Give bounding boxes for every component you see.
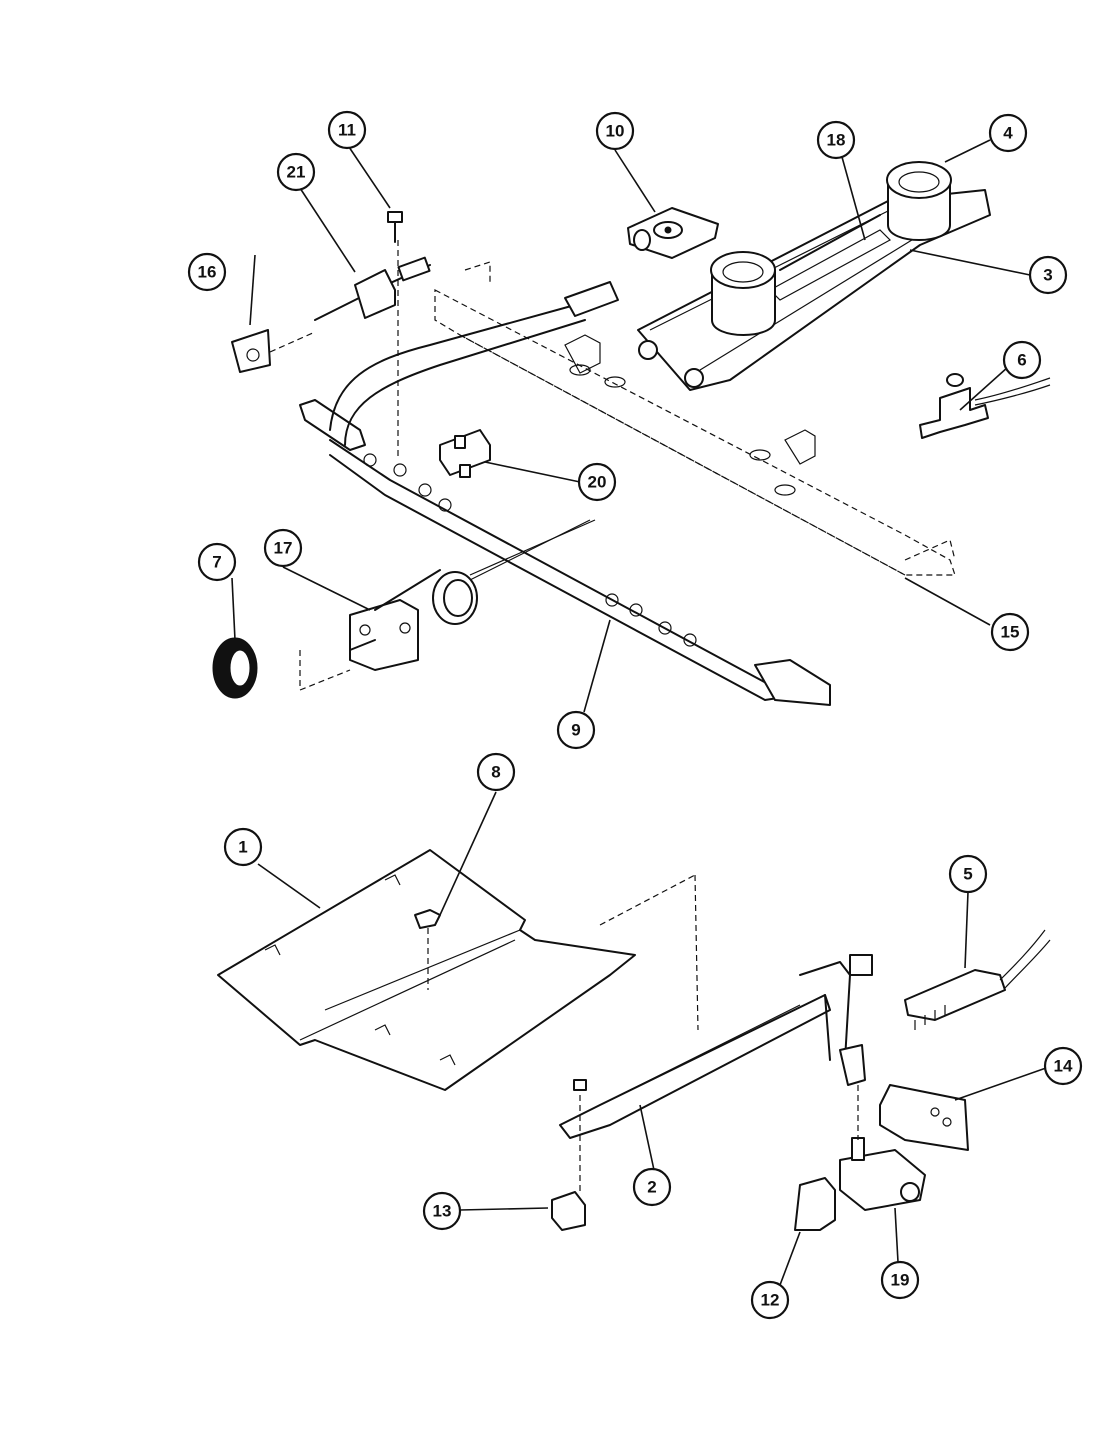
part-4-burner-heads [638, 161, 952, 388]
callout-1: 1 [223, 827, 263, 867]
callout-label: 11 [338, 121, 356, 140]
callout-4: 4 [988, 113, 1028, 153]
callout-label: 6 [1017, 351, 1026, 370]
callout-label: 18 [827, 131, 846, 150]
part-16-bracket [231, 329, 316, 373]
callout-9: 9 [556, 710, 596, 750]
callout-label: 21 [287, 163, 306, 182]
callout-label: 5 [963, 865, 972, 884]
callout-14: 14 [1043, 1046, 1083, 1086]
part-2-burner-tube [559, 954, 873, 1139]
callout-18: 18 [816, 120, 856, 160]
callout-label: 3 [1043, 266, 1052, 285]
callout-label: 7 [212, 553, 221, 572]
callout-15: 15 [990, 612, 1030, 652]
callout-label: 20 [588, 473, 607, 492]
callout-label: 9 [571, 721, 580, 740]
callout-20: 20 [577, 462, 617, 502]
part-20-valve [439, 429, 491, 478]
callout-10: 10 [595, 111, 635, 151]
callout-6: 6 [1002, 340, 1042, 380]
part-12-bracket [794, 1177, 836, 1231]
callout-17: 17 [263, 528, 303, 568]
callout-label: 16 [198, 263, 217, 282]
callout-7: 7 [197, 542, 237, 582]
callout-label: 4 [1003, 124, 1013, 143]
leader-lines [231, 139, 1047, 1286]
part-10-fitting [627, 207, 719, 259]
callout-13: 13 [422, 1191, 462, 1231]
callout-5: 5 [948, 854, 988, 894]
callout-label: 8 [491, 763, 500, 782]
callout-16: 16 [187, 252, 227, 292]
part-6-igniter-bracket [919, 373, 1051, 439]
part-7-knob [212, 637, 351, 699]
callout-12: 12 [750, 1280, 790, 1320]
callout-label: 19 [891, 1271, 910, 1290]
callout-label: 1 [238, 838, 247, 857]
callout-label: 14 [1054, 1057, 1073, 1076]
part-18-rod [779, 214, 881, 271]
part-15-burner-bracket [434, 261, 956, 576]
callout-2: 2 [632, 1167, 672, 1207]
callout-label: 2 [647, 1178, 656, 1197]
part-21-valve [314, 240, 431, 460]
part-9-manifold [299, 281, 831, 706]
part-1-baffle [217, 849, 699, 1091]
part-5-igniter [904, 929, 1051, 1030]
callout-19: 19 [880, 1260, 920, 1300]
callout-label: 15 [1001, 623, 1020, 642]
part-13-clip [551, 1079, 587, 1231]
callout-8: 8 [476, 752, 516, 792]
callout-label: 10 [606, 122, 625, 141]
callout-label: 17 [274, 539, 293, 558]
part-17-thermostat [349, 519, 591, 671]
callout-11: 11 [327, 110, 367, 150]
part-19-valve [839, 1085, 926, 1211]
part-11-screw [387, 211, 403, 243]
part-8-wingnut [414, 909, 441, 990]
part-14-plate [879, 1084, 969, 1151]
callout-21: 21 [276, 152, 316, 192]
callout-label: 12 [761, 1291, 780, 1310]
callout-3: 3 [1028, 255, 1068, 295]
callout-label: 13 [433, 1202, 452, 1221]
